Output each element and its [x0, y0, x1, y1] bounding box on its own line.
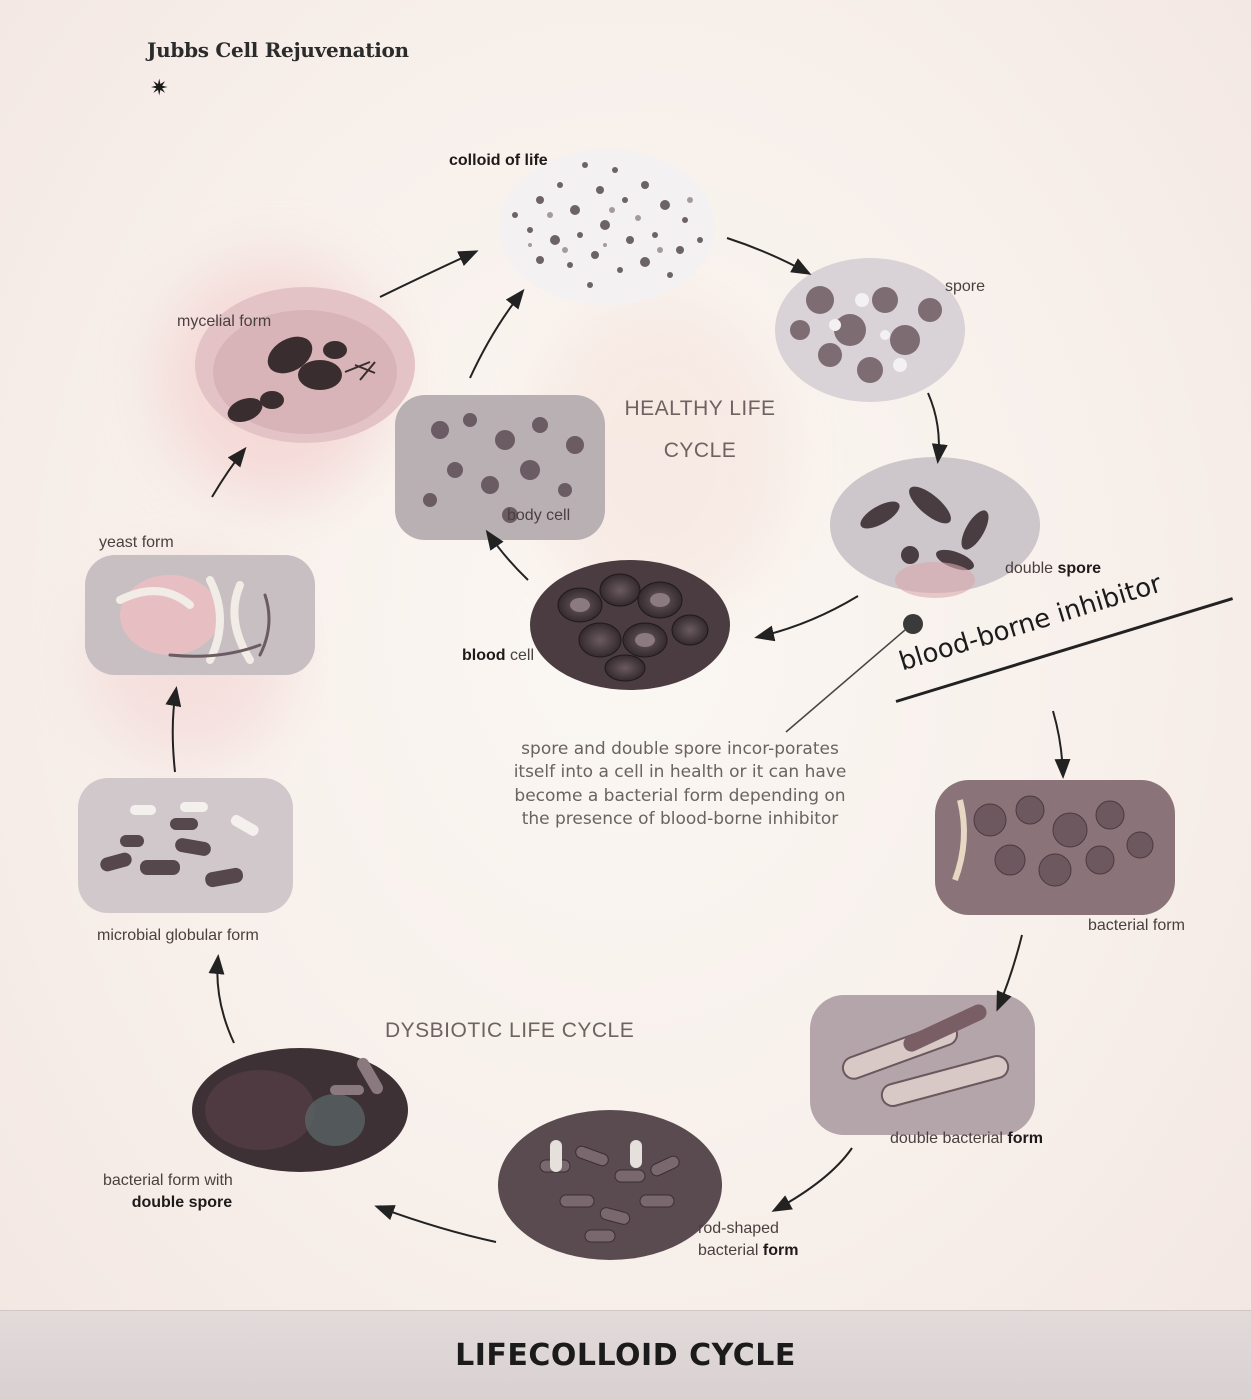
microbial-globular-micrograph — [78, 778, 293, 913]
stage-label-bacterial: bacterial form — [1088, 915, 1185, 937]
stage-label-double-spore: double spore — [1005, 558, 1101, 580]
stage-label-spore: spore — [945, 276, 985, 298]
stage-label-colloid: colloid of life — [449, 150, 548, 172]
inhibitor-pointer-dot — [903, 614, 923, 634]
stage-label-bacterial-double-spore: bacterial form withdouble spore — [103, 1170, 233, 1213]
double-bacterial-micrograph — [810, 995, 1035, 1135]
bacterial-double-spore-micrograph — [192, 1048, 408, 1172]
bacterial-form-micrograph — [935, 780, 1175, 915]
blood-cell-micrograph — [530, 560, 730, 690]
yeast-micrograph — [85, 555, 315, 675]
cycle-illustration — [0, 0, 1251, 1310]
healthy-cycle-title: HEALTHY LIFECYCLE — [600, 392, 800, 467]
dysbiotic-cycle-title: DYSBIOTIC LIFE CYCLE — [385, 1014, 634, 1048]
footer-title: LIFECOLLOID CYCLE — [455, 1338, 796, 1373]
stage-label-yeast: yeast form — [99, 532, 174, 554]
diagram-canvas: Jubbs Cell Rejuvenation ✷ colloid of lif… — [0, 0, 1251, 1310]
stage-label-rod-shaped: rod-shapedbacterial form — [698, 1218, 798, 1261]
inhibitor-pointer-line — [786, 630, 905, 732]
stage-label-microbial-globular: microbial globular form — [97, 925, 259, 947]
rod-shaped-micrograph — [498, 1110, 722, 1260]
footer-bar: LIFECOLLOID CYCLE — [0, 1310, 1251, 1399]
stage-label-double-bacterial: double bacterial form — [890, 1128, 1043, 1150]
stage-label-mycelial: mycelial form — [177, 311, 271, 333]
brand-star-icon: ✷ — [150, 78, 168, 100]
brand-title: Jubbs Cell Rejuvenation — [147, 38, 409, 62]
stage-label-body-cell: body cell — [507, 505, 570, 527]
stage-label-blood-cell: blood cell — [462, 645, 534, 667]
body-cell-micrograph — [395, 395, 605, 540]
inhibitor-note: spore and double spore incor-porates its… — [500, 738, 860, 832]
spore-micrograph — [775, 258, 965, 402]
colloid-micrograph — [499, 149, 715, 305]
